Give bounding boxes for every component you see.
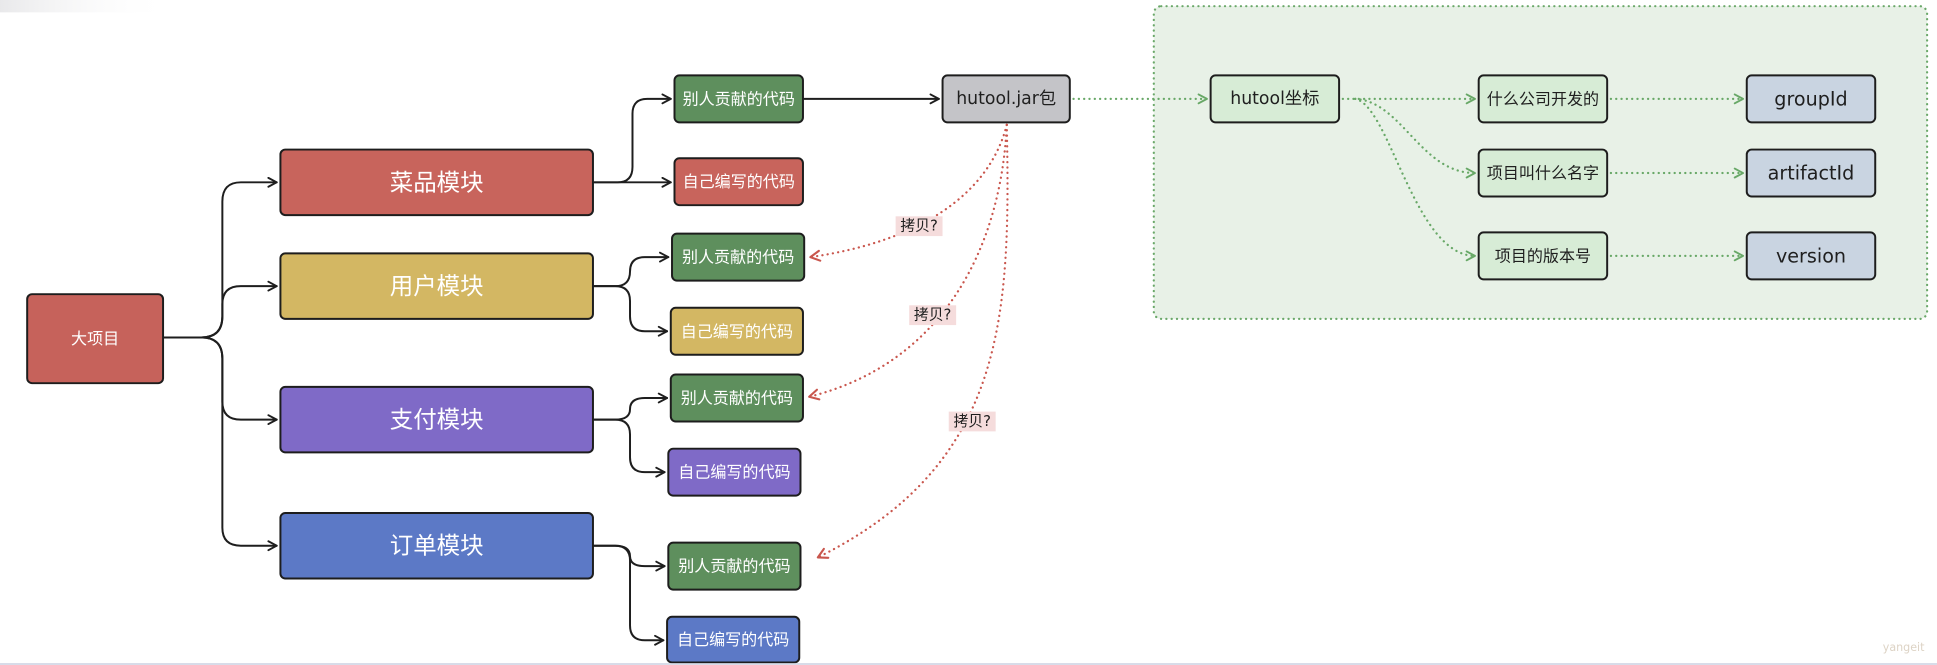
code-label: 别人贡献的代码 — [682, 248, 794, 267]
copy-label-2: 拷贝? — [909, 305, 957, 326]
code-box — [666, 615, 801, 664]
users-others-code-node: 别人贡献的代码 — [671, 232, 806, 282]
question-box — [1477, 74, 1609, 124]
coordinates-title-label: hutool坐标 — [1230, 89, 1319, 109]
module-label: 支付模块 — [390, 406, 484, 434]
jar-node: hutool.jar包 — [941, 74, 1071, 124]
module-box — [279, 148, 594, 217]
question-node-1: 什么公司开发的 — [1477, 74, 1609, 124]
code-box — [667, 447, 802, 497]
copy-connectors — [808, 123, 1009, 559]
answer-label: version — [1776, 244, 1846, 267]
code-box — [671, 232, 806, 282]
coordinates-title-box — [1209, 74, 1341, 124]
module-connectors — [593, 93, 940, 646]
connector-dishes-to-others-code — [593, 93, 672, 184]
orders-others-code-node: 别人贡献的代码 — [667, 541, 802, 591]
code-label: 自己编写的代码 — [681, 322, 793, 341]
coordinates-title-node: hutool坐标 — [1209, 74, 1341, 124]
answer-node-artifact-id: artifactId — [1745, 148, 1877, 198]
module-node-users: 用户模块 — [279, 252, 594, 320]
code-box — [669, 306, 804, 356]
answer-label: groupId — [1774, 87, 1847, 110]
module-label: 菜品模块 — [390, 168, 484, 196]
copy-connector-to-users — [809, 123, 1008, 262]
jar-label: hutool.jar包 — [956, 89, 1056, 109]
module-box — [279, 511, 594, 580]
coordinate-connectors — [1072, 93, 1745, 262]
connector-coordinates-to-question-3 — [1354, 97, 1477, 262]
code-label: 别人贡献的代码 — [678, 557, 790, 576]
module-node-orders: 订单模块 — [279, 511, 594, 580]
users-own-code-node: 自己编写的代码 — [669, 306, 804, 356]
copy-label-background — [895, 216, 943, 237]
copy-label-text: 拷贝? — [914, 307, 951, 324]
root-node-box — [26, 293, 165, 385]
watermark: yangeit — [1883, 641, 1925, 654]
answer-box — [1745, 74, 1877, 124]
connector-orders-to-own-code — [593, 544, 665, 646]
copy-label-text: 拷贝? — [953, 413, 990, 430]
answer-box — [1745, 148, 1877, 198]
connector-payment-to-own-code — [593, 418, 666, 478]
payment-own-code-node: 自己编写的代码 — [667, 447, 802, 497]
copy-label-background — [948, 411, 996, 432]
code-label: 自己编写的代码 — [678, 463, 790, 482]
code-box — [669, 373, 804, 423]
question-label: 项目的版本号 — [1495, 246, 1591, 265]
dishes-others-code-node: 别人贡献的代码 — [673, 74, 804, 124]
question-label: 什么公司开发的 — [1487, 89, 1599, 108]
question-node-2: 项目叫什么名字 — [1477, 148, 1609, 198]
copy-connector-to-orders — [816, 123, 1009, 559]
code-box — [673, 74, 804, 124]
root-node: 大项目 — [26, 293, 165, 385]
answer-label: artifactId — [1768, 162, 1855, 185]
module-box — [279, 252, 594, 320]
module-label: 订单模块 — [390, 532, 484, 560]
module-node-payment: 支付模块 — [279, 385, 594, 454]
jar-box — [941, 74, 1071, 124]
root-connectors — [163, 176, 278, 552]
connector-payment-to-others-code — [593, 392, 669, 421]
code-box — [667, 541, 802, 591]
dishes-own-code-node: 自己编写的代码 — [673, 157, 804, 207]
payment-others-code-node: 别人贡献的代码 — [669, 373, 804, 423]
top-left-shade — [0, 0, 173, 13]
copy-connector-to-payment — [808, 123, 1008, 401]
copy-label-background — [909, 305, 957, 326]
code-label: 自己编写的代码 — [683, 172, 795, 191]
question-box — [1477, 148, 1609, 198]
module-node-dishes: 菜品模块 — [279, 148, 594, 217]
root-node-label: 大项目 — [71, 329, 119, 348]
answer-box — [1745, 231, 1877, 281]
connector-users-to-others-code — [593, 251, 670, 288]
copy-label-3: 拷贝? — [948, 411, 996, 432]
code-label: 别人贡献的代码 — [681, 389, 793, 408]
copy-label-text: 拷贝? — [900, 218, 937, 235]
question-label: 项目叫什么名字 — [1487, 164, 1599, 183]
answer-node-version: version — [1745, 231, 1877, 281]
connector-root-to-dishes — [163, 176, 278, 339]
code-label: 别人贡献的代码 — [683, 89, 795, 108]
copy-label-1: 拷贝? — [895, 216, 943, 237]
module-label: 用户模块 — [390, 272, 484, 300]
module-box — [279, 385, 594, 454]
connector-root-to-orders — [163, 336, 278, 552]
question-node-3: 项目的版本号 — [1477, 231, 1609, 281]
question-box — [1477, 231, 1609, 281]
connector-users-to-own-code — [593, 285, 669, 337]
orders-own-code-node: 自己编写的代码 — [666, 615, 801, 664]
connector-root-to-users — [163, 280, 278, 339]
code-box — [673, 157, 804, 207]
code-label: 自己编写的代码 — [677, 630, 789, 649]
answer-node-group-id: groupId — [1745, 74, 1877, 124]
connector-coordinates-to-question-2 — [1354, 97, 1477, 179]
